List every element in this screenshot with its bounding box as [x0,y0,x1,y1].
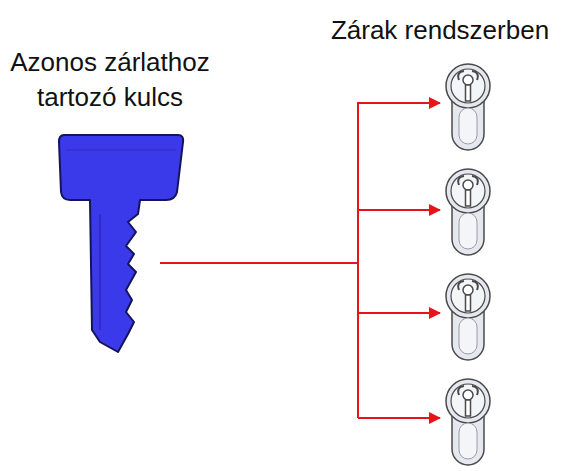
connector-arrow [160,103,440,263]
key-bow-line [66,150,176,151]
branch-arrow [358,312,440,314]
heading-text: Zárak rendszerben [320,13,560,48]
branch-arrows [358,210,440,418]
heading-text: Azonos zárlathoz tartozó kulcs [0,45,230,115]
lock-group: Zárak rendszerben [440,60,500,455]
branch-arrow [358,209,440,211]
lock-cylinder [446,379,490,465]
lock-cylinder [446,64,490,150]
lock-cylinder [446,169,490,255]
lock-cylinders [446,64,490,465]
branch-arrow [358,417,440,419]
lock-cylinder [446,274,490,360]
key-shape [59,135,183,352]
key-illustration [59,135,183,352]
key-node: Azonos zárlathoz tartozó kulcs [60,135,160,350]
bus-line [357,263,359,418]
key-groove [99,214,101,330]
